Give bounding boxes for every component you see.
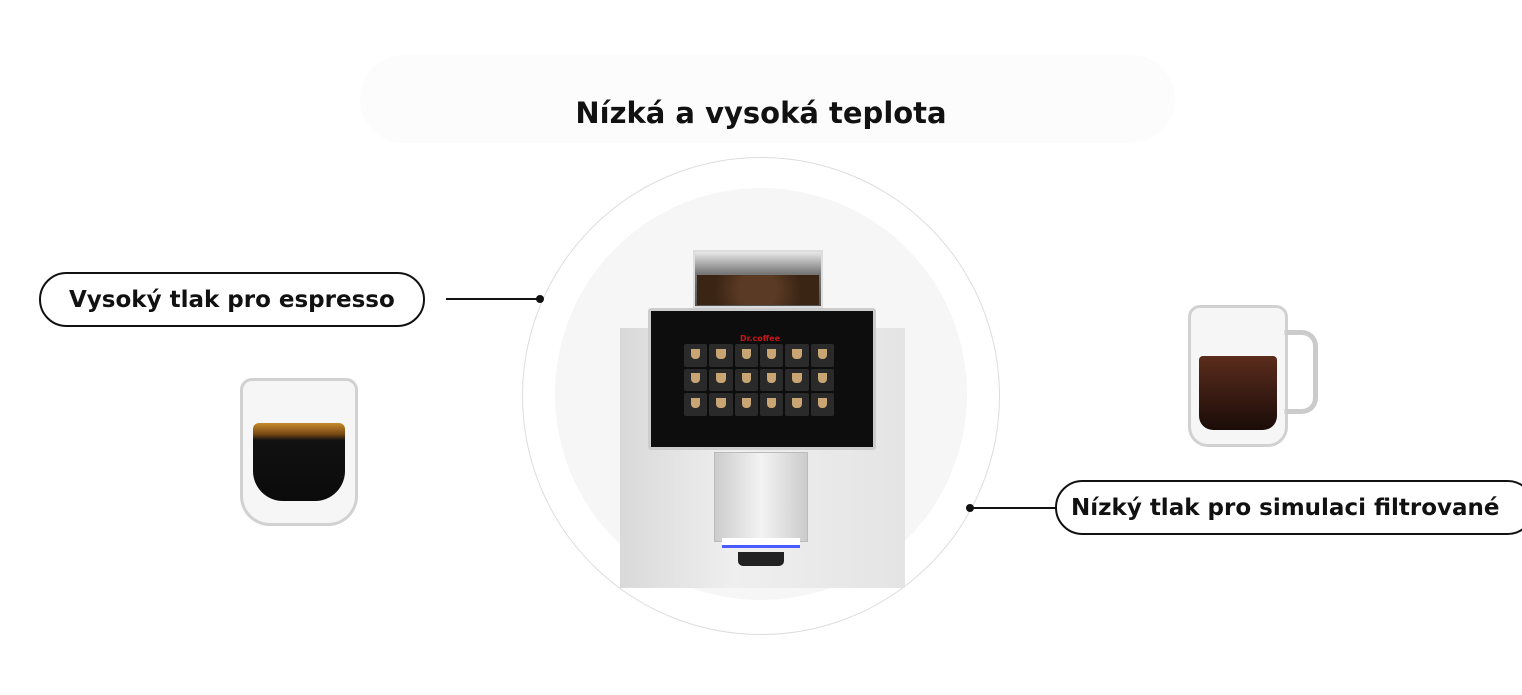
drink-icon [785,393,809,416]
label-filter-pressure: Nízký tlak pro simulaci filtrované [1055,480,1522,535]
label-espresso-pressure: Vysoký tlak pro espresso [39,272,425,327]
filter-coffee-liquid [1199,356,1277,430]
drink-icon [684,393,708,416]
filter-coffee-mug-image [1188,305,1288,447]
espresso-cup-image [240,378,358,526]
led-strip [722,538,800,548]
drink-icon [709,344,733,367]
drink-icon [810,393,834,416]
dispenser-spout [714,452,808,542]
drink-icon [760,393,784,416]
drink-icon [810,344,834,367]
connector-line [446,298,540,300]
drink-icon [734,393,758,416]
coffee-beans [697,275,819,305]
brand-logo: Dr.coffee [740,334,781,343]
drink-icon [684,344,708,367]
drink-icon [785,368,809,392]
drink-icon [684,368,708,392]
title-background [360,55,1175,143]
drink-menu-grid [684,344,834,416]
drink-icon [760,344,784,367]
drink-icon [709,368,733,392]
drink-icon [785,344,809,367]
drink-icon [734,344,758,367]
page-title: Nízká a vysoká teplota [575,96,947,130]
drink-icon [734,368,758,392]
connector-line [970,507,1056,509]
espresso-liquid [253,423,345,501]
mug-handle [1284,330,1318,414]
drink-icon [760,368,784,392]
connector-dot [966,504,974,512]
drink-icon [709,393,733,416]
drink-icon [810,368,834,392]
coffee-nozzle [738,552,784,566]
connector-dot [536,295,544,303]
